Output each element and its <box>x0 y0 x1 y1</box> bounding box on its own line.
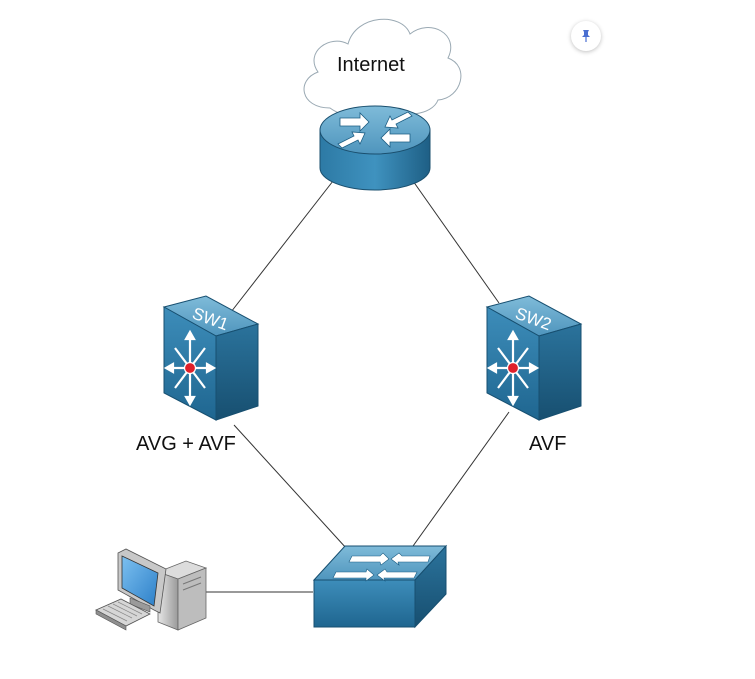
access-switch[interactable] <box>312 544 448 629</box>
router-icon <box>337 111 413 149</box>
workstation[interactable] <box>95 548 208 631</box>
internet-label: Internet <box>337 54 405 76</box>
link-router-sw1 <box>230 180 334 313</box>
link-sw1-access <box>233 424 358 561</box>
multilayer-switch-sw2[interactable]: SW2 <box>485 295 583 421</box>
pin-button[interactable] <box>571 21 601 51</box>
switch-icon <box>332 552 431 582</box>
link-router-sw2 <box>412 180 500 304</box>
pc-icon <box>95 548 208 631</box>
link-sw2-access <box>402 411 510 561</box>
links <box>206 180 510 593</box>
pin-icon <box>582 30 590 42</box>
multilayer-switch-sw1[interactable]: SW1 <box>162 295 260 421</box>
sw2-role-label: AVF <box>529 433 567 455</box>
router[interactable] <box>319 105 431 191</box>
sw1-role-label: AVG + AVF <box>136 433 236 455</box>
